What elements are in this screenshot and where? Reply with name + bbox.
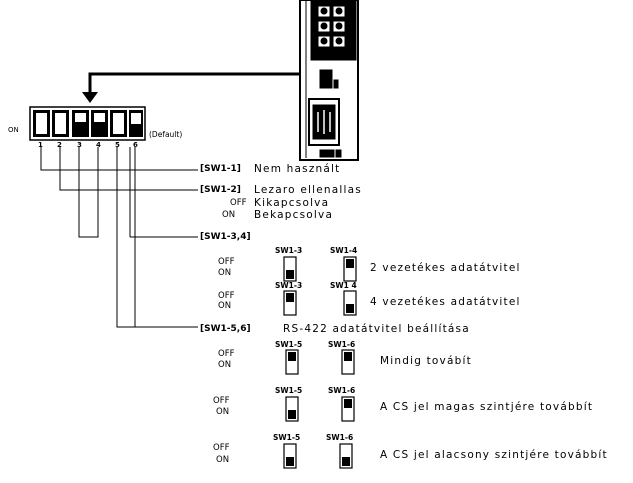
sw1-56-row2-off: OFF (213, 396, 230, 406)
sw1-34-row1-off: OFF (218, 257, 235, 267)
sw1-56-desc: RS-422 adatátvitel beállítása (283, 323, 470, 335)
sw1-34-row1-on: ON (218, 268, 232, 278)
sw1-34-row2-off: OFF (218, 291, 235, 301)
sw1-56-row3-switch-a-lever (286, 457, 294, 466)
sw1-2-on-label: ON (222, 210, 236, 220)
sw1-56-row3-off: OFF (213, 443, 230, 453)
sw1-34-row1-sw-a: SW1-3 (275, 246, 303, 255)
sw1-56-row3-sw-b: SW1-6 (326, 433, 354, 442)
sw1-56-row2-switch-a-lever (288, 410, 296, 419)
sw1-34-header: [SW1-3,4] (200, 232, 251, 242)
dip-number-5: 5 (115, 141, 120, 149)
sw1-34-row2-sw-a: SW1-3 (275, 281, 303, 290)
sw1-56-row2-switch-b-lever (344, 399, 352, 408)
dip-number-1: 1 (38, 141, 43, 149)
sw1-56-row1-on: ON (218, 360, 232, 370)
sw1-2-desc: Lezaro ellenallas (254, 184, 362, 196)
sw1-56-header: [SW1-5,6] (200, 324, 251, 334)
default-label: (Default) (149, 130, 183, 139)
sw1-34-row2-desc: 4 vezetékes adatátvitel (370, 296, 521, 308)
sw1-56-row3-sw-a: SW1-5 (273, 433, 301, 442)
sw1-34-row2-on: ON (218, 301, 232, 311)
sw1-56-row1-sw-a: SW1-5 (275, 340, 303, 349)
sw1-34-row2-sw-b: SW1 4 (330, 281, 357, 290)
terminal-screws (317, 5, 346, 48)
dip-number-4: 4 (96, 141, 101, 149)
sw1-56-row2-on: ON (216, 407, 230, 417)
dip-levers (33, 110, 143, 137)
sw1-1-header: [SW1-1] (200, 164, 241, 174)
device-module (299, 0, 359, 161)
mini-switches (283, 256, 357, 469)
dip-on-label: ON (8, 126, 19, 134)
sw1-1-desc: Nem használt (254, 163, 341, 175)
dip-number-3: 3 (77, 141, 82, 149)
connector-lines (40, 147, 198, 328)
sw1-34-row1-desc: 2 vezetékes adatátvitel (370, 262, 521, 274)
sw1-56-row2-desc: A CS jel magas szintjére továbbít (380, 401, 594, 413)
sw1-56-row1-switch-b-lever (344, 352, 352, 361)
sw1-34-row1-sw-b: SW1-4 (330, 246, 358, 255)
sw1-2-off-desc: Kikapcsolva (254, 197, 330, 209)
sw1-2-on-desc: Bekapcsolva (254, 209, 334, 221)
sw1-34-row2-switch-b-lever (346, 304, 354, 313)
sw1-34-row1-switch-b-lever (346, 259, 354, 268)
sw1-56-row1-switch-a-lever (288, 352, 296, 361)
dip-switch-block (29, 106, 146, 141)
dip-number-6: 6 (133, 141, 138, 149)
sw1-56-row1-off: OFF (218, 349, 235, 359)
sw1-34-row1-switch-a-lever (286, 270, 294, 279)
sw1-2-off-label: OFF (230, 198, 247, 208)
sw1-56-row3-desc: A CS jel alacsony szintjére továbbít (380, 449, 608, 461)
sw1-56-row1-desc: Mindig továbít (380, 355, 472, 367)
sw1-56-row2-sw-a: SW1-5 (275, 386, 303, 395)
sw1-56-row3-on: ON (216, 455, 230, 465)
dip-number-2: 2 (57, 141, 62, 149)
sw1-2-header: [SW1-2] (200, 185, 241, 195)
pointer-arrow (82, 72, 300, 103)
sw1-56-row1-sw-b: SW1-6 (328, 340, 356, 349)
sw1-34-row2-switch-a-lever (286, 293, 294, 302)
sw1-56-row3-switch-b-lever (342, 457, 350, 466)
sw1-56-row2-sw-b: SW1-6 (328, 386, 356, 395)
